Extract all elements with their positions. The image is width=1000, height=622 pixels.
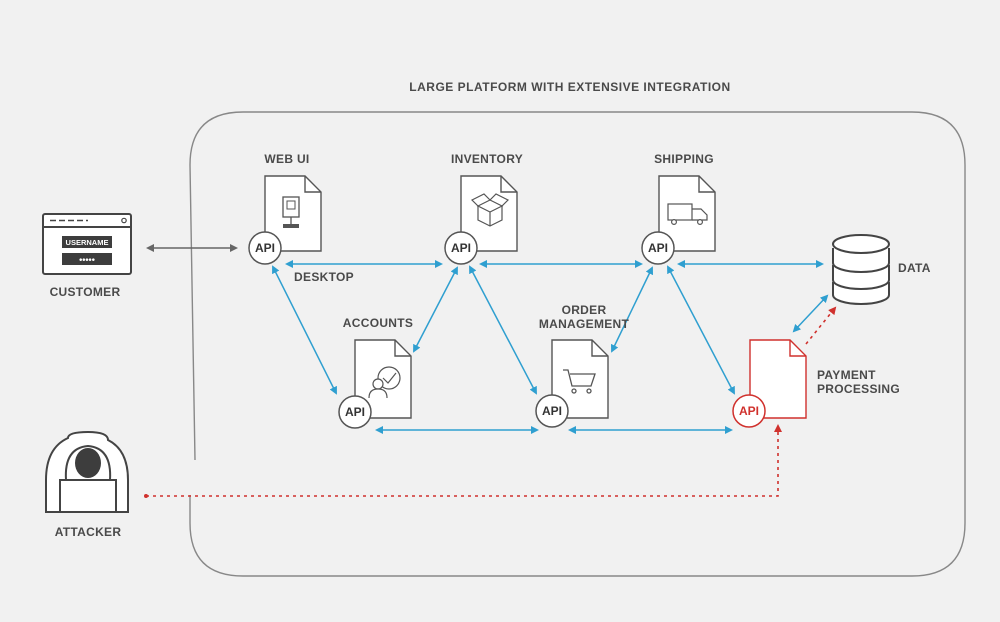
- webui-api-badge: [248, 231, 282, 265]
- kiosk-icon: [282, 196, 300, 228]
- database-icon: [832, 234, 890, 305]
- webui-label: WEB UI: [264, 152, 309, 166]
- service-connections: [272, 260, 829, 434]
- customer-label: CUSTOMER: [50, 285, 121, 299]
- username-field: [62, 236, 112, 248]
- attacker-to-payment-path: [146, 424, 782, 497]
- accounts-api-text: API: [345, 405, 365, 419]
- shipping-api-text: API: [648, 241, 668, 255]
- payment-label-line2: PROCESSING: [817, 382, 900, 396]
- conn-inventory-ordermgmt: [469, 265, 537, 395]
- conn-shipping-payment: [667, 265, 735, 395]
- webui-desktop-label: DESKTOP: [294, 270, 354, 284]
- password-field: [62, 253, 112, 265]
- svg-text:•••••: •••••: [79, 255, 95, 265]
- user-check-icon: [368, 366, 401, 399]
- inventory-api-badge: [444, 231, 478, 265]
- inventory-label: INVENTORY: [451, 152, 523, 166]
- payment-api-badge: [732, 394, 766, 428]
- box-icon: [470, 193, 510, 227]
- ordermgmt-api-text: API: [542, 404, 562, 418]
- diagram-title: LARGE PLATFORM WITH EXTENSIVE INTEGRATIO…: [409, 80, 730, 94]
- shopping-cart-icon: [563, 369, 596, 394]
- webui-api-text: API: [255, 241, 275, 255]
- accounts-label: ACCOUNTS: [343, 316, 413, 330]
- attacker-label: ATTACKER: [55, 525, 122, 539]
- inventory-api-text: API: [451, 241, 471, 255]
- svg-text:USERNAME: USERNAME: [66, 238, 109, 247]
- shipping-api-badge: [641, 231, 675, 265]
- payment-api-text: API: [739, 404, 759, 418]
- conn-shipping-ordermgmt: [611, 266, 653, 353]
- ordermgmt-api-badge: [535, 394, 569, 428]
- attack-origin-dot: [144, 494, 148, 498]
- platform-boundary: [189, 111, 966, 577]
- conn-inventory-accounts: [413, 266, 458, 353]
- shipping-label: SHIPPING: [654, 152, 714, 166]
- ordermgmt-label-line2: MANAGEMENT: [539, 317, 630, 331]
- shipping-document-icon: [658, 175, 716, 252]
- hooded-attacker-icon: [45, 430, 129, 513]
- conn-webui-accounts: [272, 265, 337, 395]
- conn-payment-data: [792, 294, 829, 333]
- accounts-api-badge: [338, 395, 372, 429]
- ordermgmt-label-line1: ORDER: [562, 303, 607, 317]
- payment-to-data-exfil-path: [805, 306, 837, 345]
- truck-icon: [667, 203, 708, 226]
- payment-label-line1: PAYMENT: [817, 368, 876, 382]
- customer-browser-icon: USERNAME •••••: [42, 213, 132, 275]
- data-label: DATA: [898, 261, 931, 275]
